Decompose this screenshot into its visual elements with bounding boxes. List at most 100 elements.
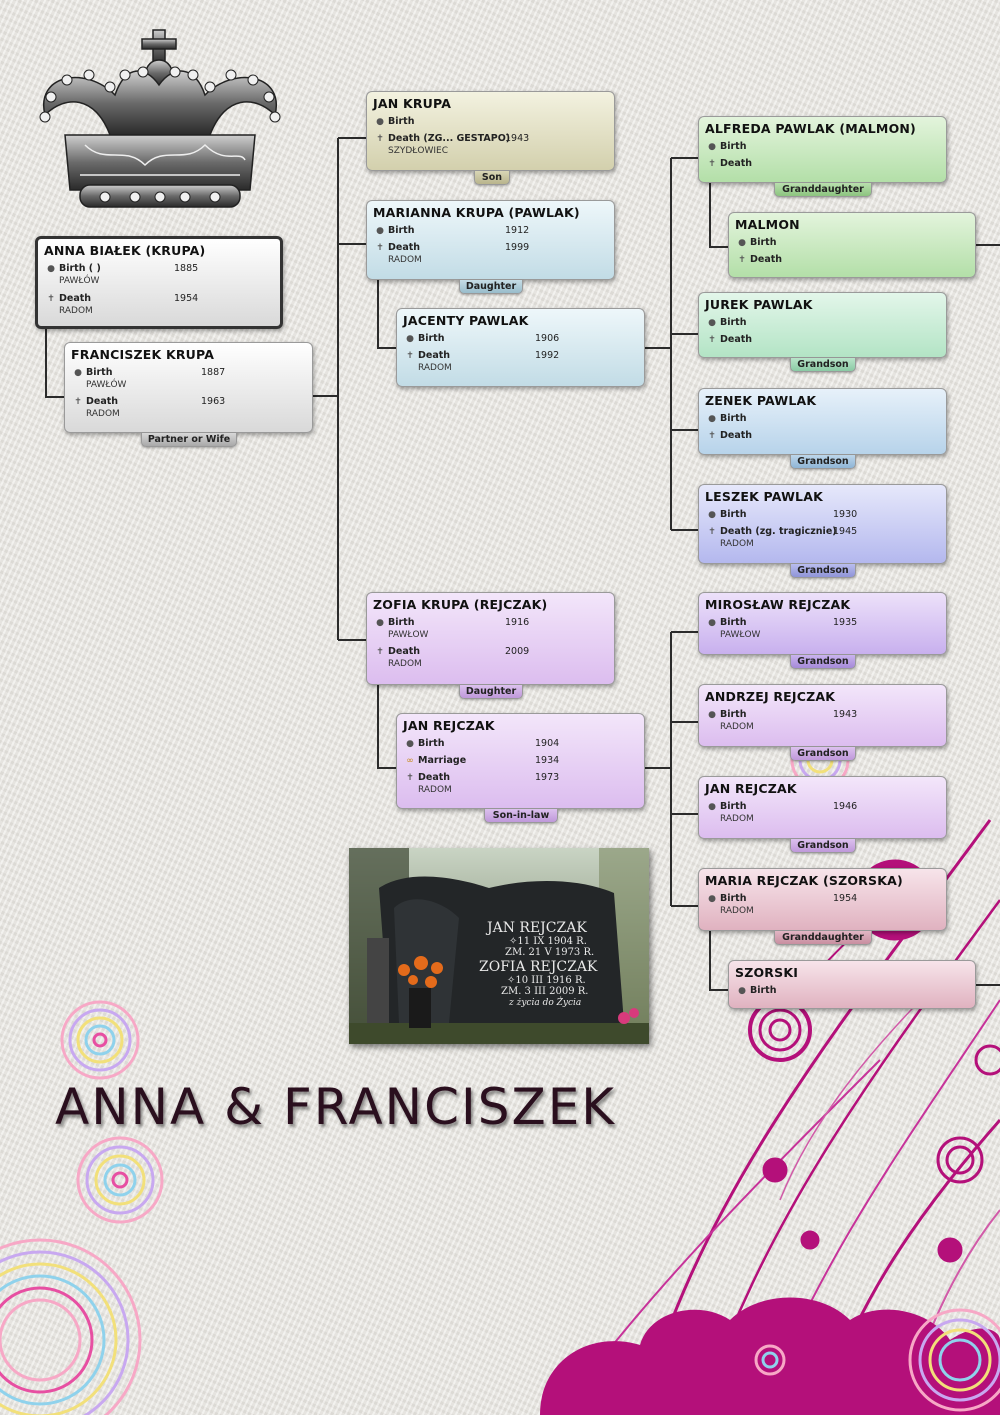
gravestone-illustration	[349, 848, 649, 1044]
gravestone-photo: JAN REJCZAK ✧11 IX 1904 R. ZM. 21 V 1973…	[349, 848, 649, 1044]
event-place: RADOM	[720, 721, 754, 733]
event-label: Birth	[720, 509, 747, 521]
marriage-event: ∞ Marriage 1934	[403, 755, 638, 767]
birth-icon: ●	[737, 985, 747, 997]
person-card-zofia[interactable]: ZOFIA KRUPA (REJCZAK) ● Birth 1916 PAWŁO…	[366, 592, 615, 685]
person-card-szorski[interactable]: SZORSKI ● Birth	[728, 960, 976, 1009]
person-card-franciszek[interactable]: FRANCISZEK KRUPA ● Birth 1887 PAWŁÓW ✝ D…	[64, 342, 313, 433]
event-label: Death	[750, 254, 782, 266]
birth-icon: ●	[707, 709, 717, 721]
event-label: Death (zg. tragicznie)	[720, 526, 837, 538]
event-label: Birth	[418, 738, 445, 750]
birth-icon: ●	[375, 617, 385, 629]
person-card-leszek[interactable]: LESZEK PAWLAK ● Birth 1930 ✝ Death (zg. …	[698, 484, 947, 564]
person-card-alfreda[interactable]: ALFREDA PAWLAK (MALMON) ● Birth ✝ Death	[698, 116, 947, 183]
event-label: Birth	[720, 317, 747, 329]
gravestone-line: ZM. 3 III 2009 R.	[501, 986, 588, 997]
birth-icon: ●	[405, 738, 415, 750]
person-card-maria[interactable]: MARIA REJCZAK (SZORSKA) ● Birth 1954 RAD…	[698, 868, 947, 931]
person-name: MARIA REJCZAK (SZORSKA)	[705, 873, 940, 888]
birth-event: ● Birth 1930	[705, 509, 940, 521]
event-year: 1954	[833, 893, 857, 905]
death-cross-icon: ✝	[73, 396, 83, 408]
page-title: ANNA & FRANCISZEK	[55, 1078, 616, 1136]
birth-event: ● Birth	[705, 141, 940, 153]
birth-event: ● Birth 1954 RADOM	[705, 893, 940, 917]
person-card-marianna[interactable]: MARIANNA KRUPA (PAWLAK) ● Birth 1912 ✝ D…	[366, 200, 615, 280]
relation-tag: Grandson	[790, 455, 856, 469]
event-label: Birth	[720, 413, 747, 425]
event-label: Birth	[720, 141, 747, 153]
relation-tag: Grandson	[790, 358, 856, 372]
event-place: RADOM	[388, 254, 422, 266]
event-year: 1943	[833, 709, 857, 721]
event-label: Birth	[388, 116, 415, 128]
event-label: Death	[720, 158, 752, 170]
person-name: ANDRZEJ REJCZAK	[705, 689, 940, 704]
person-name: FRANCISZEK KRUPA	[71, 347, 306, 362]
event-year: 1999	[505, 242, 529, 254]
death-cross-icon: ✝	[375, 646, 385, 658]
person-name: ANNA BIAŁEK (KRUPA)	[44, 243, 274, 258]
person-name: MALMON	[735, 217, 969, 232]
death-cross-icon: ✝	[46, 293, 56, 305]
birth-event: ● Birth	[735, 985, 969, 997]
birth-event: ● Birth 1935 PAWŁOW	[705, 617, 940, 641]
person-card-jurek[interactable]: JUREK PAWLAK ● Birth ✝ Death	[698, 292, 947, 358]
birth-event: ● Birth 1946 RADOM	[705, 801, 940, 825]
person-name: SZORSKI	[735, 965, 969, 980]
death-event: ✝ Death (zg. tragicznie) 1945 RADOM	[705, 526, 940, 550]
birth-event: ● Birth 1904	[403, 738, 638, 750]
event-label: Death	[418, 350, 450, 362]
person-name: LESZEK PAWLAK	[705, 489, 940, 504]
person-card-jan-rejczak[interactable]: JAN REJCZAK ● Birth 1904 ∞ Marriage 1934…	[396, 713, 645, 809]
relation-tag: Daughter	[459, 280, 523, 294]
event-year: 1935	[833, 617, 857, 629]
person-name: ALFREDA PAWLAK (MALMON)	[705, 121, 940, 136]
person-card-zenek[interactable]: ZENEK PAWLAK ● Birth ✝ Death	[698, 388, 947, 455]
event-year: 1930	[833, 509, 857, 521]
person-card-jan-krupa[interactable]: JAN KRUPA ● Birth ✝ Death (ZG... GESTAPO…	[366, 91, 615, 171]
death-event: ✝ Death 1992 RADOM	[403, 350, 638, 374]
event-label: Death	[388, 242, 420, 254]
event-label: Death	[388, 646, 420, 658]
event-place: PAWŁÓW	[86, 379, 126, 391]
relation-tag: Granddaughter	[774, 183, 872, 197]
birth-icon: ●	[707, 617, 717, 629]
person-card-andrzej[interactable]: ANDRZEJ REJCZAK ● Birth 1943 RADOM	[698, 684, 947, 747]
relation-tag: Daughter	[459, 685, 523, 699]
death-event: ✝ Death 1973 RADOM	[403, 772, 638, 796]
event-label: Death	[418, 772, 450, 784]
person-card-jan-rejczak-grandson[interactable]: JAN REJCZAK ● Birth 1946 RADOM	[698, 776, 947, 839]
relation-tag: Partner or Wife	[141, 433, 237, 447]
gravestone-line: ZOFIA REJCZAK	[479, 959, 597, 975]
person-card-jacenty[interactable]: JACENTY PAWLAK ● Birth 1906 ✝ Death 1992…	[396, 308, 645, 387]
birth-event: ● Birth	[735, 237, 969, 249]
person-card-malmon[interactable]: MALMON ● Birth ✝ Death	[728, 212, 976, 278]
person-name: JUREK PAWLAK	[705, 297, 940, 312]
death-event: ✝ Death 1999 RADOM	[373, 242, 608, 266]
person-card-miroslaw[interactable]: MIROSŁAW REJCZAK ● Birth 1935 PAWŁOW	[698, 592, 947, 655]
event-place: RADOM	[388, 658, 422, 670]
birth-icon: ●	[707, 893, 717, 905]
event-label: Birth	[750, 237, 777, 249]
birth-icon: ●	[707, 317, 717, 329]
person-name: JAN REJCZAK	[705, 781, 940, 796]
gravestone-line: ✧10 III 1916 R.	[507, 975, 586, 986]
event-label: Birth	[720, 893, 747, 905]
person-card-anna[interactable]: ANNA BIAŁEK (KRUPA) ● Birth ( ) 1885 PAW…	[35, 236, 283, 329]
event-year: 1963	[201, 396, 225, 408]
event-year: 1912	[505, 225, 529, 237]
event-year: 1946	[833, 801, 857, 813]
birth-icon: ●	[405, 333, 415, 345]
death-event: ✝ Death (ZG... GESTAPO) 1943 SZYDŁOWIEC	[373, 133, 608, 157]
death-cross-icon: ✝	[707, 334, 717, 346]
event-label: Marriage	[418, 755, 466, 767]
birth-event: ● Birth 1887 PAWŁÓW	[71, 367, 306, 391]
death-event: ✝ Death 2009 RADOM	[373, 646, 608, 670]
gravestone-line: JAN REJCZAK	[487, 920, 587, 936]
relation-tag: Granddaughter	[774, 931, 872, 945]
event-year: 1954	[174, 293, 198, 305]
relation-tag: Son	[474, 171, 510, 185]
person-name: JAN KRUPA	[373, 96, 608, 111]
